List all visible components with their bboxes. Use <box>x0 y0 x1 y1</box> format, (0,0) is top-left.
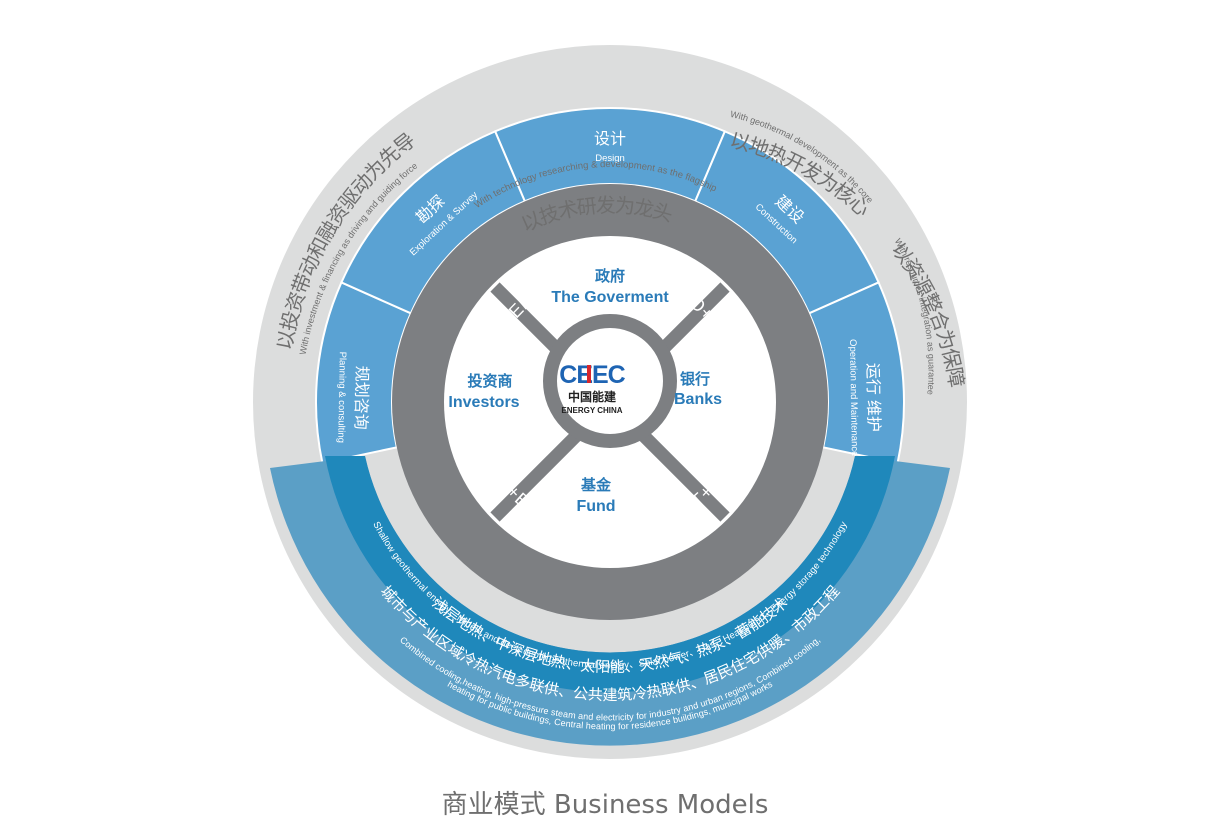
service-planning-en: Planning & consulting <box>335 352 348 444</box>
energy-china-logo: CEEC 中国能建 ENERGY CHINA <box>559 361 626 415</box>
band-outer-segment <box>270 456 950 746</box>
logo-disc <box>543 314 677 448</box>
partner-investors-cn: 投资商 <box>467 372 512 390</box>
service-operation-cn: 运行 维护 <box>863 363 883 432</box>
partner-banks-cn: 银行 <box>680 370 710 388</box>
service-operation-en: Operation and Maintenance <box>847 339 860 456</box>
service-planning-cn: 规划咨询 <box>351 365 371 429</box>
page-caption: 商业模式 Business Models <box>441 790 769 820</box>
partner-fund-en: Fund <box>576 498 615 515</box>
service-design-cn: 设计 <box>594 129 626 148</box>
partner-investors-en: Investors <box>448 394 519 411</box>
energy-band <box>270 456 950 746</box>
partner-fund-cn: 基金 <box>580 476 612 494</box>
partner-government-en: The Goverment <box>551 289 669 306</box>
service-exploration-segment <box>340 130 527 315</box>
logo-red-bar <box>587 365 591 383</box>
service-design: 设计 Design <box>594 129 626 164</box>
logo-mark: CEEC <box>559 361 625 389</box>
logo-en: ENERGY CHINA <box>561 406 622 415</box>
service-design-en: Design <box>595 153 625 164</box>
partner-government-cn: 政府 <box>595 267 625 285</box>
band-inner-segment <box>325 456 895 693</box>
partners: 政府 The Goverment 银行 Banks 基金 Fund 投资商 In… <box>448 267 722 515</box>
partner-banks-en: Banks <box>674 391 722 408</box>
logo-cn: 中国能建 <box>568 389 617 404</box>
